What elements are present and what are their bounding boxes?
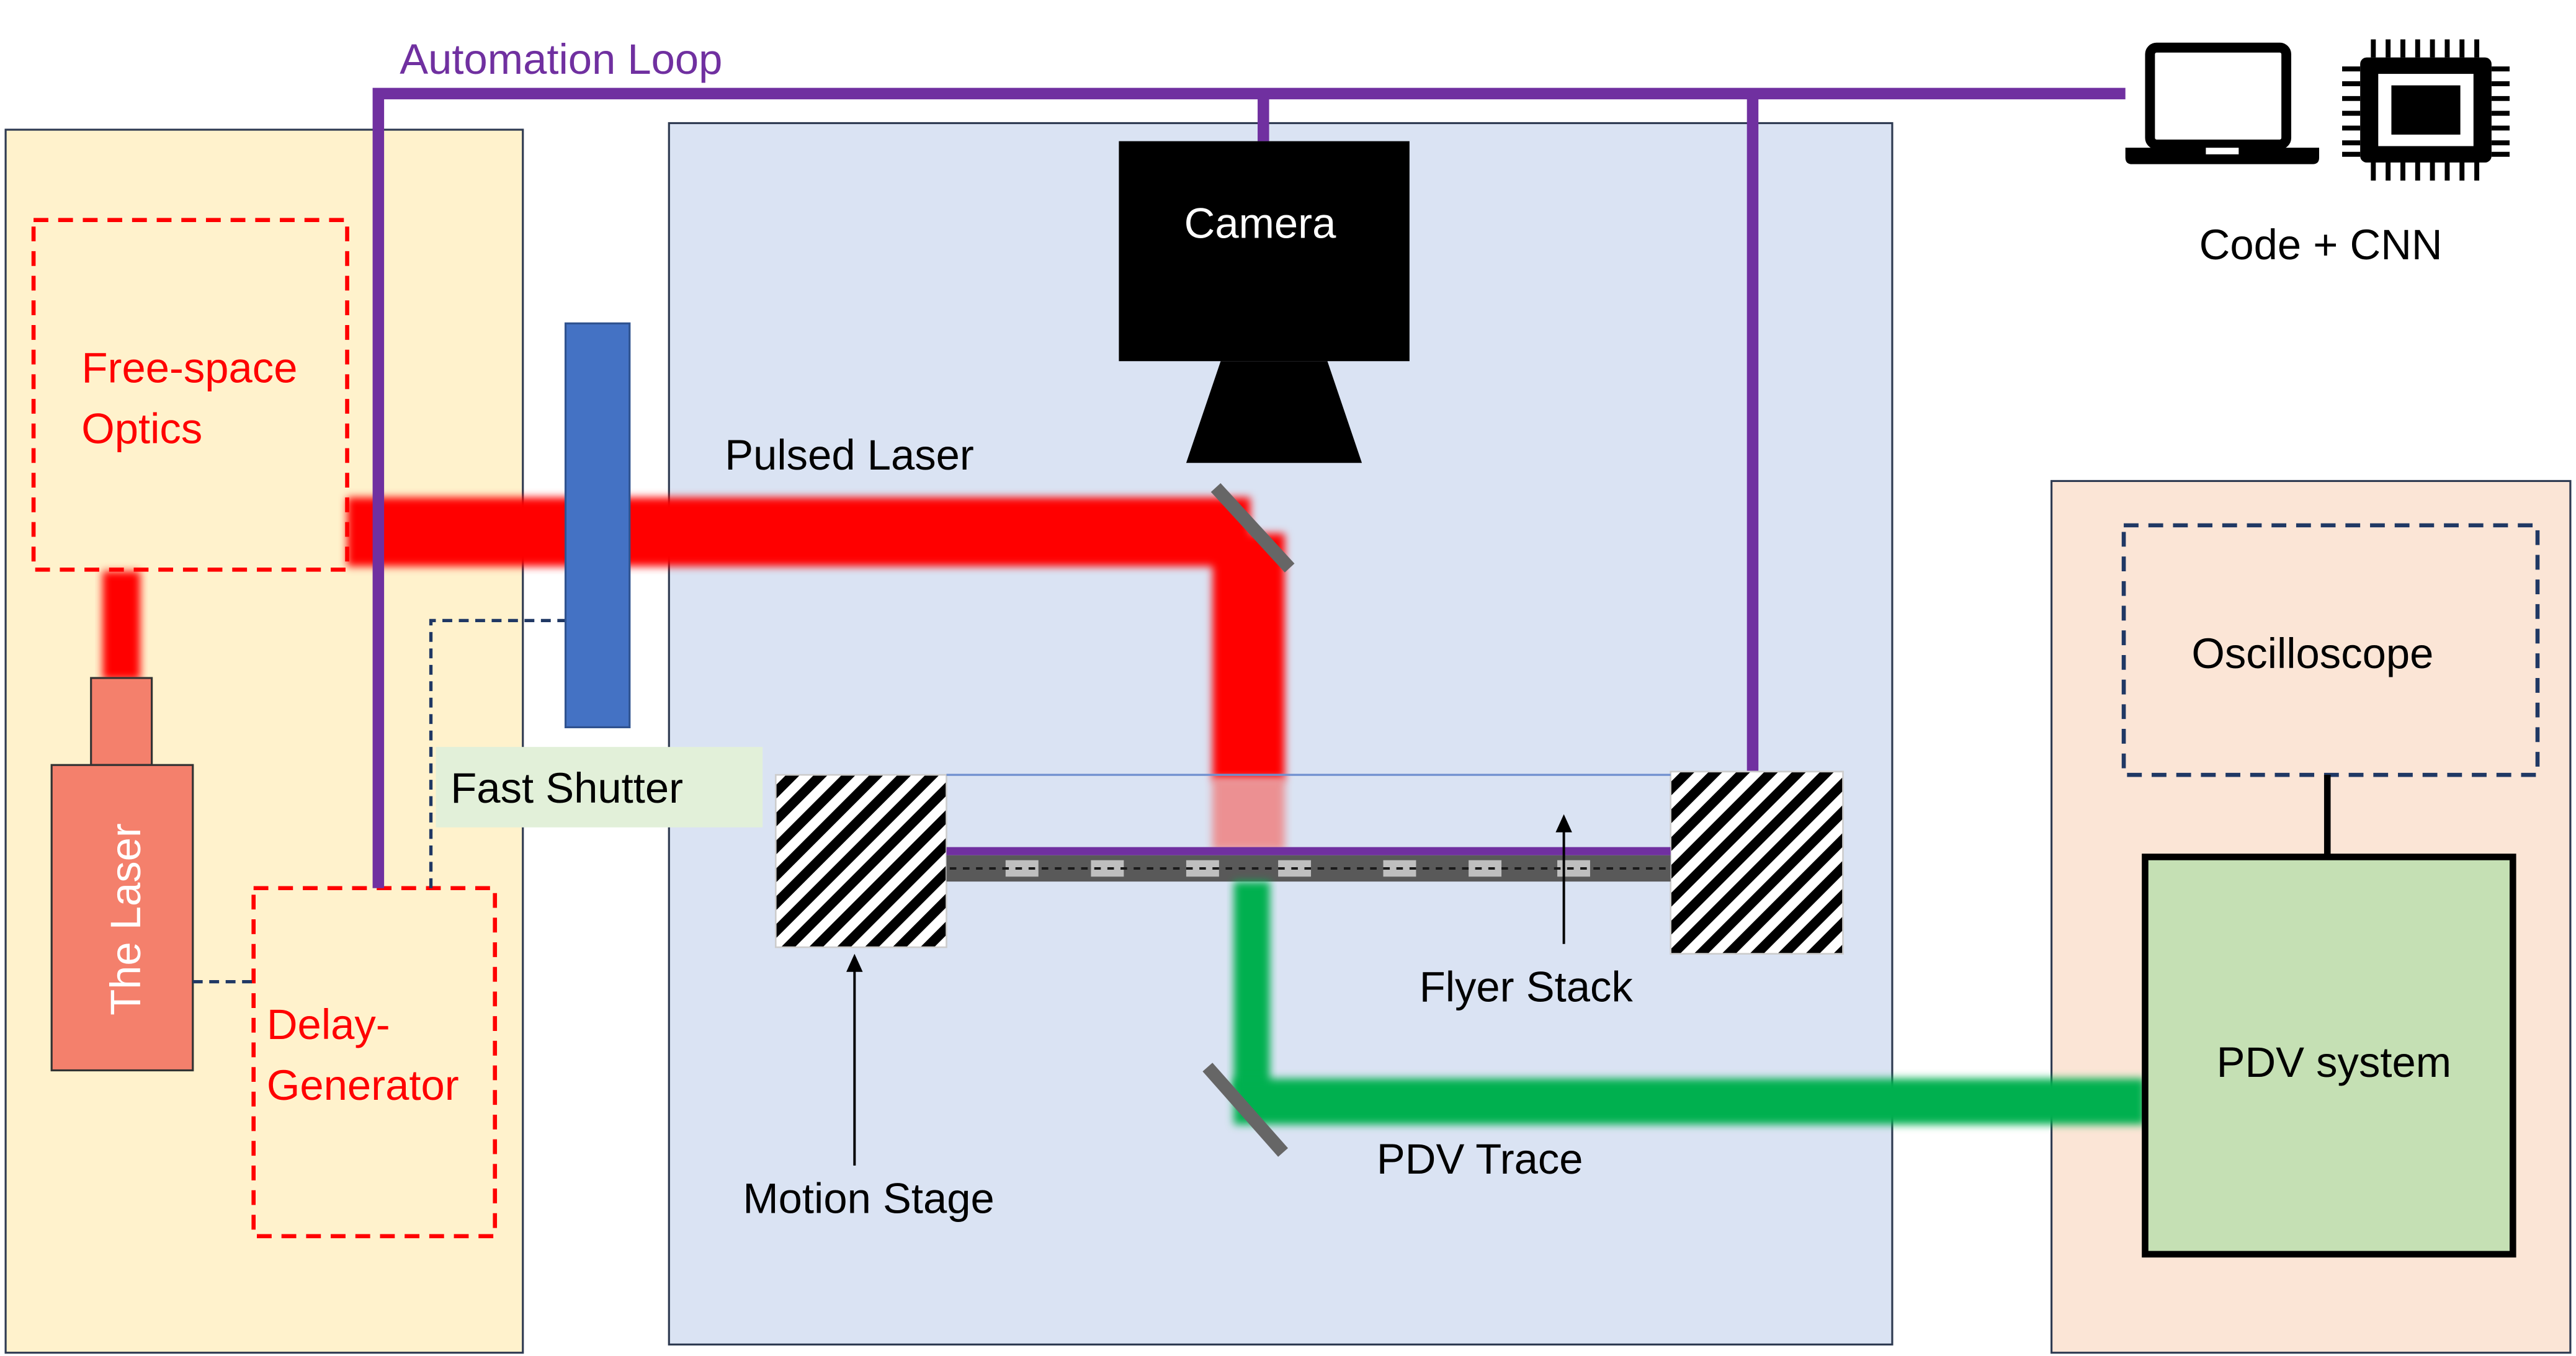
delay-generator-label-line1: Delay- — [267, 1001, 390, 1048]
flyer-stack-label: Flyer Stack — [1420, 963, 1634, 1010]
free-space-optics-label-line1: Free-space — [82, 344, 298, 392]
lower-mirror — [1202, 1063, 1288, 1157]
laptop-icon — [2125, 42, 2319, 164]
trigger-line-shutter — [429, 618, 566, 888]
pdv-beam-horizontal — [1233, 1078, 2145, 1125]
laser-vertical-beam — [102, 571, 141, 680]
delay-generator-label-line2: Generator — [267, 1061, 459, 1109]
motion-stage-block-left — [774, 774, 947, 948]
motion-stage-arrow — [846, 953, 863, 1166]
fast-shutter-label: Fast Shutter — [450, 764, 683, 812]
pulsed-laser-beam-vertical — [1212, 533, 1285, 780]
laser-head — [90, 677, 153, 766]
automation-loop-lines — [372, 87, 2126, 888]
code-cnn-label: Code + CNN — [2199, 221, 2443, 269]
oscilloscope-label: Oscilloscope — [2191, 630, 2433, 677]
camera-body — [1119, 141, 1410, 362]
motion-stage-block-right — [1670, 770, 1844, 955]
motion-stage-label: Motion Stage — [743, 1175, 994, 1223]
pdv-trace-label: PDV Trace — [1377, 1135, 1583, 1183]
pulsed-laser-beam-inside — [1212, 778, 1285, 850]
flyer-stack-arrow — [1555, 814, 1572, 944]
pdv-system-label: PDV system — [2217, 1038, 2451, 1086]
pulsed-laser-beam-horizontal — [347, 497, 1251, 567]
laser-body — [50, 764, 194, 1072]
cpu-chip-icon — [2342, 39, 2510, 181]
automation-loop-label: Automation Loop — [400, 35, 722, 83]
free-space-optics-box — [31, 218, 349, 572]
free-space-optics-label-line2: Optics — [81, 405, 202, 453]
pdv-system-box — [2142, 854, 2516, 1258]
laser-bench-panel — [4, 128, 524, 1354]
fast-shutter-label-bg — [436, 747, 763, 827]
flyer-stack-top-layer — [946, 847, 1671, 855]
pdv-beam-vertical — [1233, 881, 1270, 1095]
fast-shutter — [564, 322, 631, 728]
camera-label: Camera — [1184, 200, 1336, 248]
pulsed-laser-label: Pulsed Laser — [725, 431, 974, 479]
upper-mirror — [1210, 483, 1295, 573]
laser-label: The Laser — [102, 823, 150, 1015]
camera-lens — [1186, 361, 1362, 463]
